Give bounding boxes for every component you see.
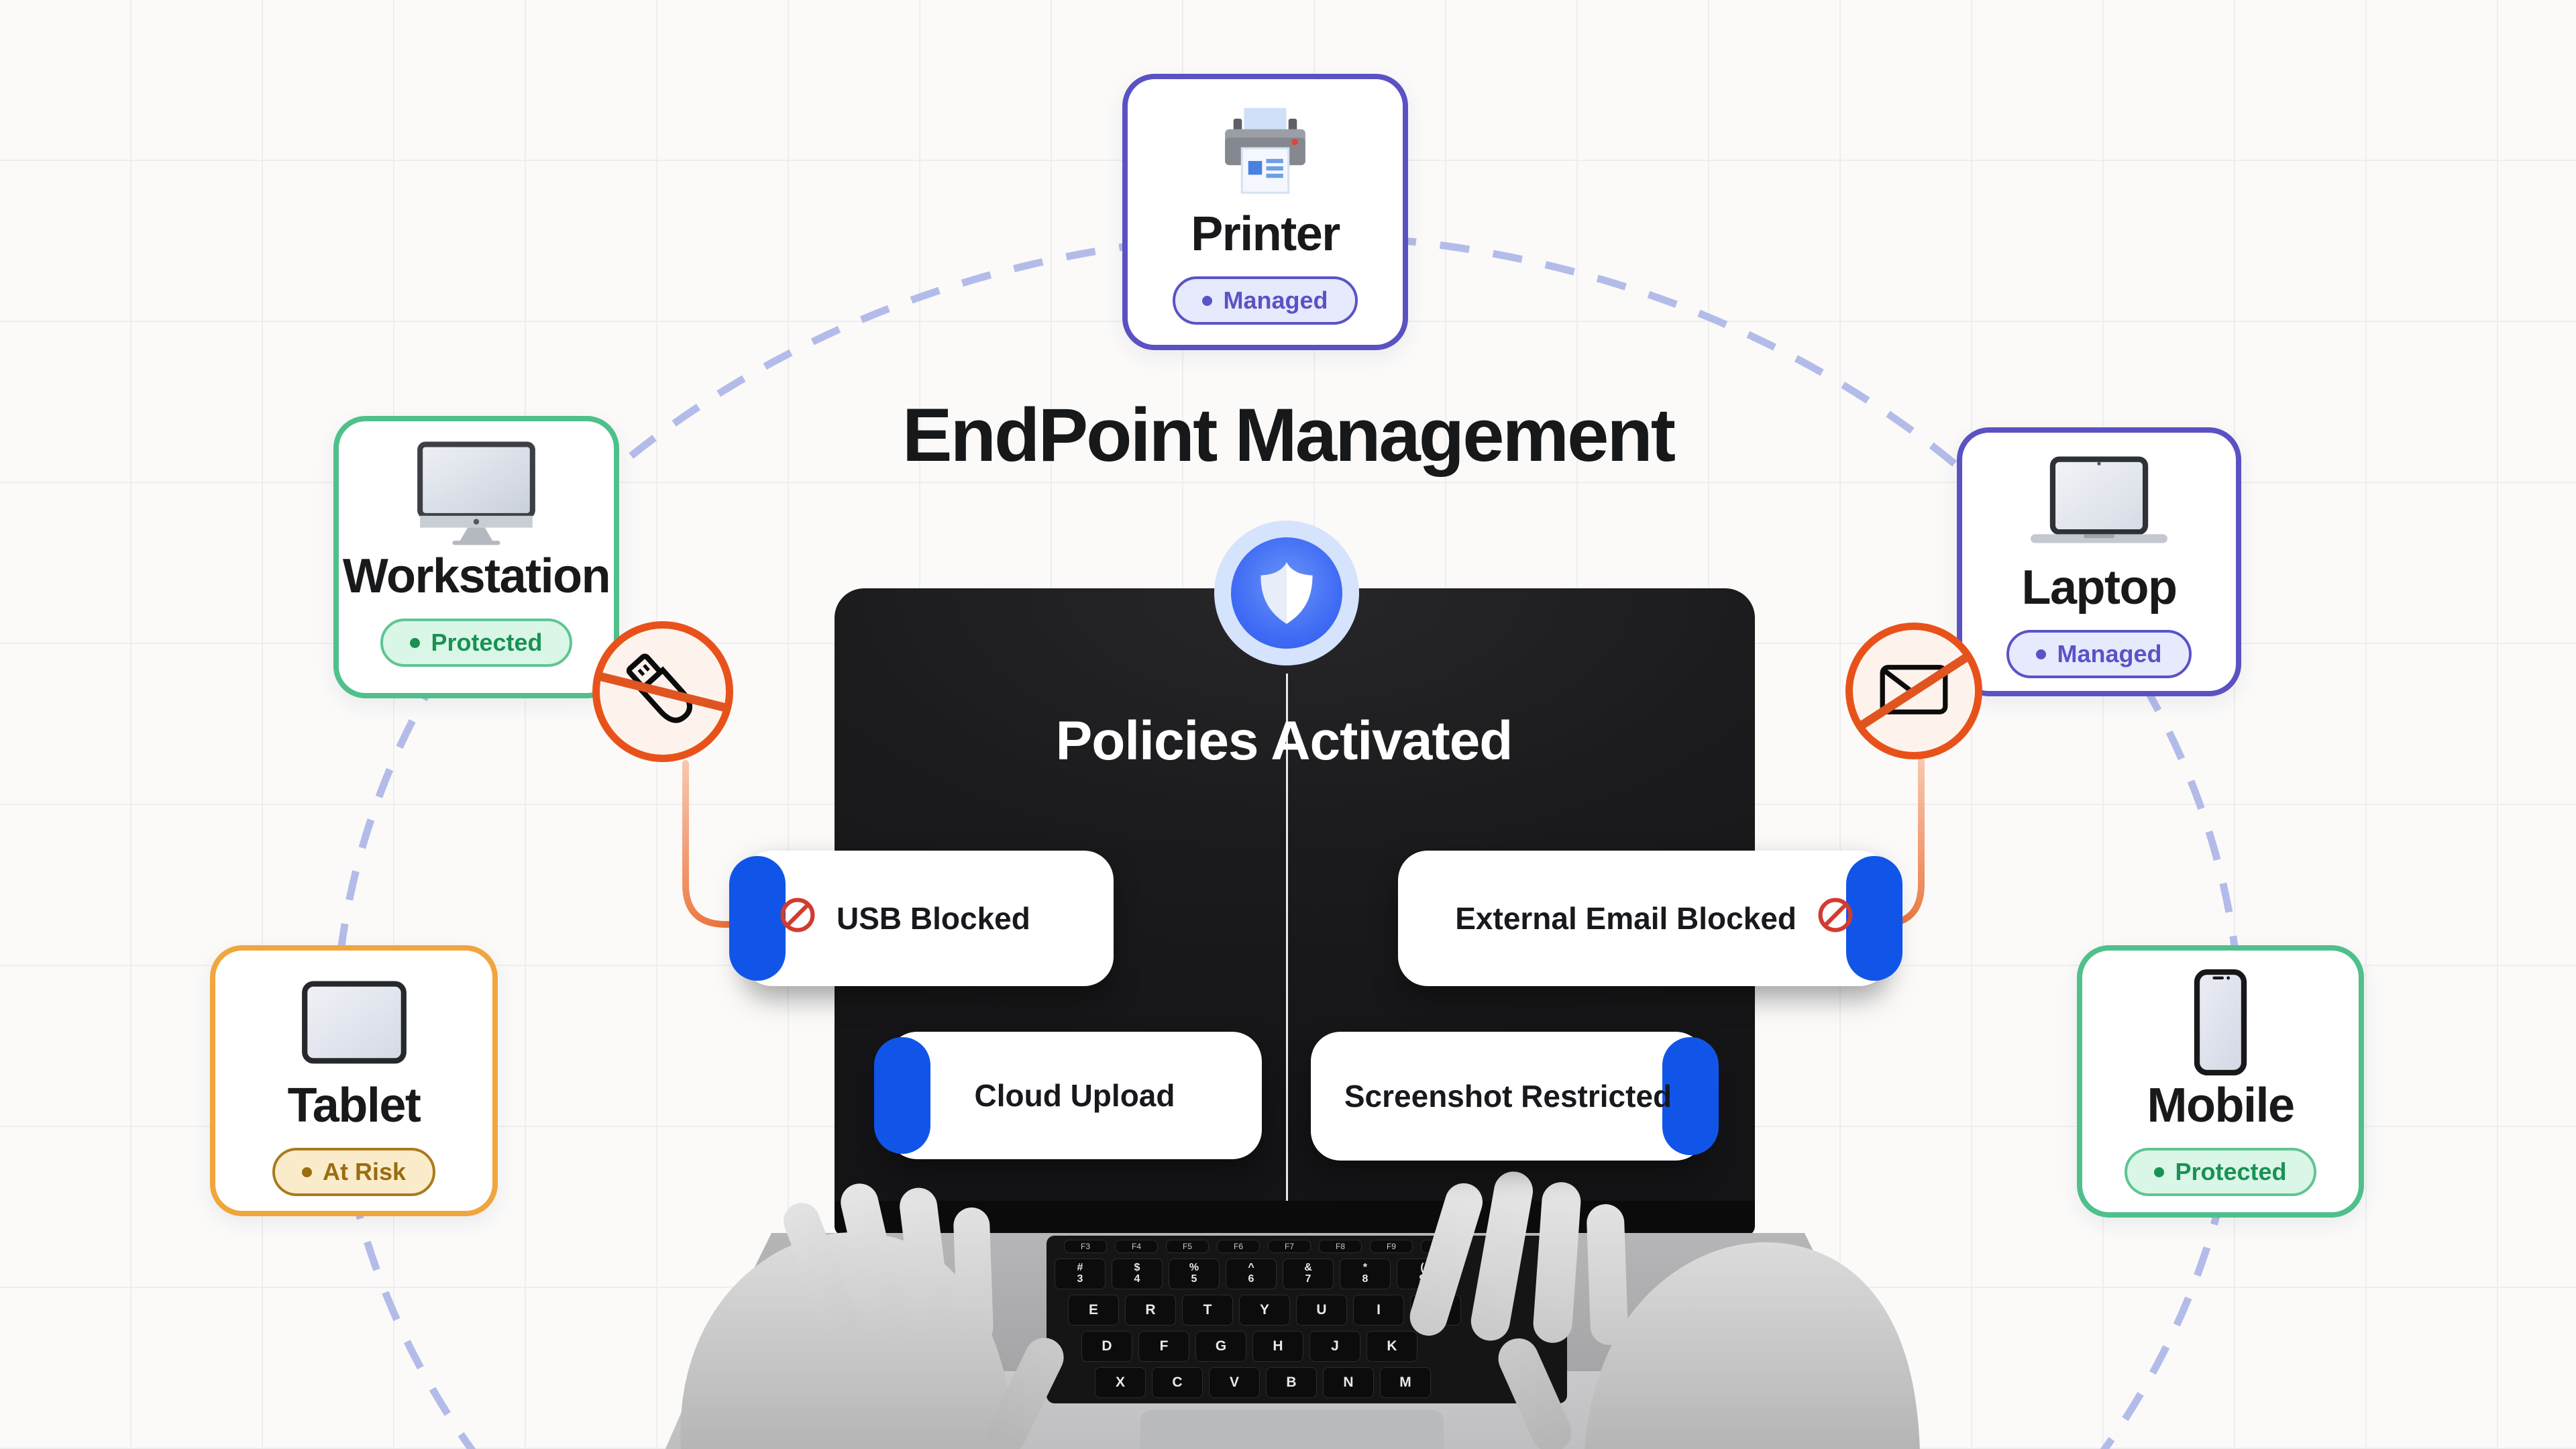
keyboard-key: V (1209, 1367, 1260, 1398)
keyboard-key: K (1366, 1331, 1417, 1362)
device-title: Laptop (2021, 561, 2178, 614)
keyboard-key: E (1068, 1295, 1119, 1326)
status-badge: Managed (2006, 630, 2192, 678)
keyboard-key: % 5 (1169, 1258, 1220, 1289)
prohibition-icon (779, 896, 816, 941)
trackpad (1140, 1410, 1444, 1449)
keyboard-key: N (1323, 1367, 1374, 1398)
status-label: Protected (431, 629, 543, 656)
status-label: Managed (1223, 286, 1328, 314)
status-dot (2154, 1167, 2165, 1177)
keyboard-key: F10 (1421, 1240, 1464, 1253)
laptop-photo-hinge (835, 1201, 1755, 1236)
policy-card-external-email-blocked: External Email Blocked (1398, 851, 1902, 986)
keyboard-key: $ 4 (1112, 1258, 1163, 1289)
shield-icon (1231, 537, 1342, 649)
keyboard-key: * 8 (1340, 1258, 1391, 1289)
keyboard-key: H (1252, 1331, 1303, 1362)
status-badge: Managed (1173, 276, 1358, 325)
status-badge: At Risk (272, 1148, 436, 1196)
keyboard-key: M (1380, 1367, 1431, 1398)
tablet-icon (299, 969, 409, 1075)
keyboard-key: F3 (1064, 1240, 1107, 1253)
policy-card-screenshot-restricted: Screenshot Restricted (1311, 1032, 1719, 1161)
status-dot (410, 637, 421, 648)
status-badge: Protected (380, 619, 572, 667)
keyboard-key: I (1353, 1295, 1404, 1326)
keyboard-key: X (1095, 1367, 1146, 1398)
usb-blocked-icon (592, 621, 733, 762)
keyboard-key: J (1309, 1331, 1360, 1362)
device-card-workstation: Workstation Protected (333, 416, 619, 698)
device-card-printer: Printer Managed (1122, 74, 1408, 350)
keyboard-key: G (1195, 1331, 1246, 1362)
keyboard-key: & 7 (1283, 1258, 1334, 1289)
policies-heading: Policies Activated (1055, 710, 1513, 771)
page-title: EndPoint Management (902, 393, 1676, 477)
policy-label: Cloud Upload (974, 1078, 1175, 1113)
keyboard-key: R (1125, 1295, 1176, 1326)
laptop-icon (2021, 451, 2177, 557)
status-label: Protected (2175, 1158, 2287, 1185)
device-title: Tablet (287, 1079, 421, 1132)
policy-card-usb-blocked: USB Blocked (729, 851, 1114, 986)
status-dot (1202, 295, 1213, 306)
keyboard-key: ( 9 (1397, 1258, 1448, 1289)
keyboard-key: F8 (1319, 1240, 1362, 1253)
printer-icon (1212, 98, 1318, 204)
status-badge: Protected (2125, 1148, 2316, 1196)
prohibition-icon (1817, 896, 1854, 941)
email-blocked-icon (1845, 623, 1982, 759)
keyboard-key: O (1410, 1295, 1461, 1326)
keyboard-key: B (1266, 1367, 1317, 1398)
policy-label: USB Blocked (837, 901, 1030, 936)
keyboard-key: F4 (1115, 1240, 1158, 1253)
policy-label: External Email Blocked (1455, 901, 1796, 936)
device-title: Workstation (342, 549, 611, 603)
keyboard-key: D (1081, 1331, 1132, 1362)
policy-card-cloud-upload: Cloud Upload (874, 1032, 1262, 1159)
device-card-tablet: Tablet At Risk (210, 945, 498, 1216)
screen-center-seam (1286, 674, 1288, 1202)
keyboard-key: F (1138, 1331, 1189, 1362)
device-card-laptop: Laptop Managed (1957, 427, 2241, 696)
status-dot (301, 1167, 312, 1177)
keyboard-key: F9 (1370, 1240, 1413, 1253)
monitor-icon (410, 440, 543, 546)
keyboard-key: F6 (1217, 1240, 1260, 1253)
device-title: Printer (1191, 207, 1340, 261)
policy-label: Screenshot Restricted (1344, 1079, 1672, 1114)
phone-icon (2192, 969, 2249, 1076)
keyboard-key: T (1182, 1295, 1233, 1326)
status-dot (2036, 649, 2047, 659)
keyboard-key: # 3 (1055, 1258, 1106, 1289)
keyboard-key: ^ 6 (1226, 1258, 1277, 1289)
keyboard-key: U (1296, 1295, 1347, 1326)
device-card-mobile: Mobile Protected (2077, 945, 2364, 1218)
keyboard-key: F7 (1268, 1240, 1311, 1253)
keyboard-key: C (1152, 1367, 1203, 1398)
keyboard-key: Y (1239, 1295, 1290, 1326)
shield-badge (1214, 521, 1359, 665)
status-label: At Risk (322, 1158, 407, 1185)
status-label: Managed (2057, 640, 2162, 667)
device-title: Mobile (2147, 1079, 2296, 1132)
keyboard-key: F5 (1166, 1240, 1209, 1253)
